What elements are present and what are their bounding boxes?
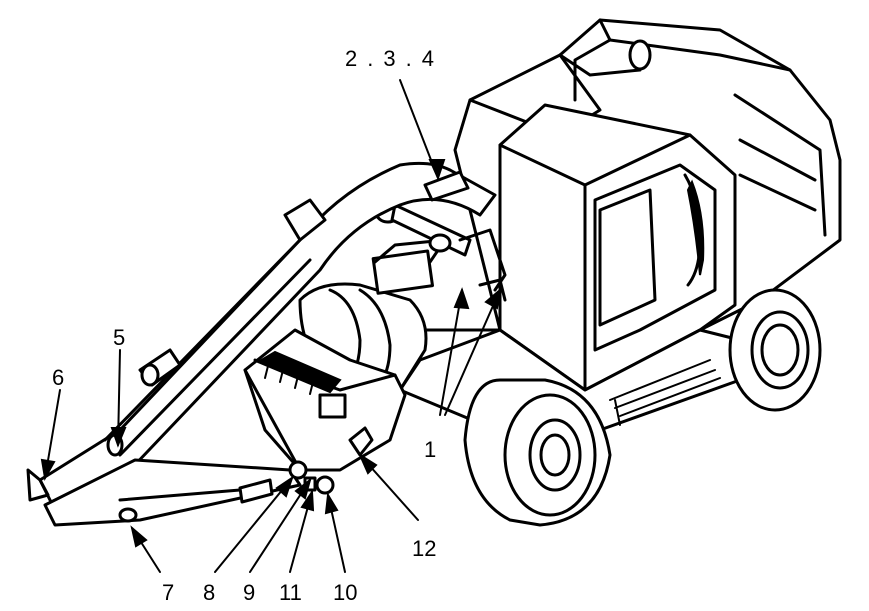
leader-lines	[40, 79, 502, 573]
label-1: 1	[424, 437, 436, 462]
rear-wheel	[728, 288, 822, 412]
label-6: 6	[52, 365, 64, 390]
label-9: 9	[243, 580, 255, 605]
label-2-3-4: 2.3.4	[345, 46, 444, 71]
label-12: 12	[412, 536, 436, 561]
stick	[43, 458, 302, 527]
label-11: 11	[279, 580, 302, 605]
label-7: 7	[162, 580, 174, 605]
bucket	[243, 328, 407, 472]
label-10: 10	[333, 580, 357, 605]
front-wheel	[463, 378, 612, 527]
operator-cab	[498, 103, 737, 392]
boom	[38, 161, 497, 522]
label-5: 5	[113, 325, 125, 350]
label-8: 8	[203, 580, 215, 605]
